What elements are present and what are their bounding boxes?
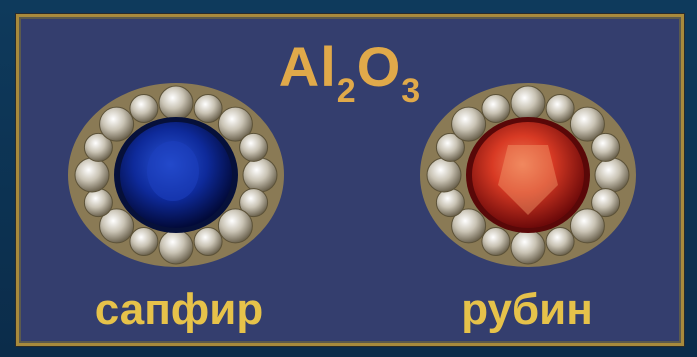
diamond-icon: [481, 94, 511, 123]
diamond-icon: [451, 208, 487, 244]
content-panel: Al2O3: [16, 14, 684, 346]
sapphire-icon: [61, 75, 291, 275]
formula-subscript-2: 2: [336, 72, 357, 110]
diamond-icon: [569, 208, 605, 244]
diamond-icon: [242, 157, 278, 193]
ruby-icon: [413, 75, 643, 275]
formula-subscript-3: 3: [401, 72, 422, 110]
diamond-icon: [545, 227, 575, 256]
diamond-icon: [481, 227, 511, 256]
diamond-icon: [426, 157, 462, 193]
diamond-icon: [217, 106, 253, 142]
formula-element-al: Al: [278, 35, 337, 98]
diamond-icon: [435, 132, 465, 162]
diamond-icon: [74, 157, 110, 193]
diamond-icon: [510, 229, 546, 265]
diamond-icon: [435, 188, 465, 218]
formula-element-o: O: [356, 35, 402, 98]
diamond-icon: [83, 188, 113, 218]
diamond-icon: [591, 188, 621, 218]
diamond-icon: [129, 227, 159, 256]
diamond-icon: [451, 106, 487, 142]
diamond-icon: [83, 132, 113, 162]
diamond-icon: [99, 208, 135, 244]
diamond-icon: [129, 94, 159, 123]
diamond-icon: [217, 208, 253, 244]
diamond-icon: [158, 229, 194, 265]
diamond-icon: [239, 132, 269, 162]
chemical-formula: Al2O3: [19, 35, 681, 111]
diamond-icon: [545, 94, 575, 123]
diamond-icon: [591, 132, 621, 162]
sapphire-label: сапфир: [94, 285, 264, 334]
diamond-icon: [158, 85, 194, 121]
diamond-icon: [510, 85, 546, 121]
diamond-icon: [99, 106, 135, 142]
diamond-icon: [239, 188, 269, 218]
diamond-icon: [193, 227, 223, 256]
diamond-icon: [594, 157, 630, 193]
diamond-icon: [193, 94, 223, 123]
ruby-label: рубин: [461, 285, 593, 334]
diamond-icon: [569, 106, 605, 142]
